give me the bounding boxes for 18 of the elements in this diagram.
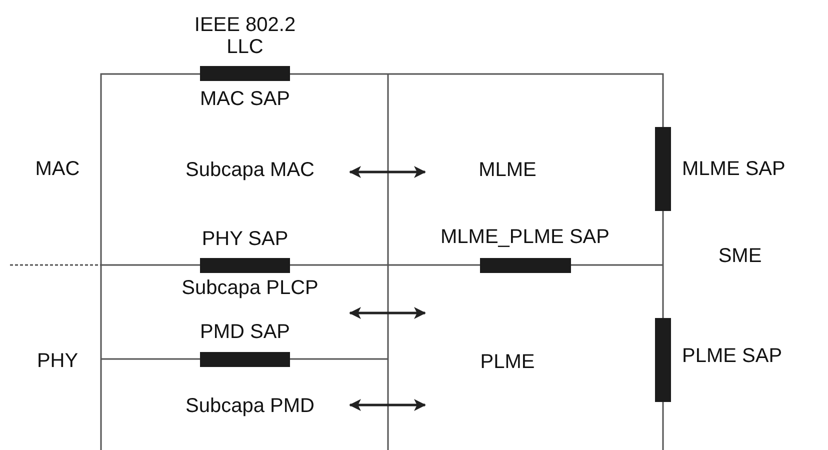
sublayer-label: PLME xyxy=(480,350,535,374)
layer-label: SME xyxy=(717,245,763,267)
double-arrow xyxy=(349,307,426,319)
double-arrow xyxy=(349,399,426,411)
sublayer-label: Subcapa MAC xyxy=(186,158,314,182)
layer-label: PHY xyxy=(36,350,80,372)
double-arrow xyxy=(349,166,426,178)
sap-label: PLME SAP xyxy=(682,345,784,367)
sublayer-label: MLME xyxy=(478,158,536,182)
layer-label: IEEE 802.2 LLC xyxy=(193,14,297,58)
sap-label: PMD SAP xyxy=(198,321,292,343)
sublayer-label: Subcapa PLCP xyxy=(182,276,318,300)
sap-label: MAC SAP xyxy=(198,88,292,110)
sap-label: PHY SAP xyxy=(200,228,290,250)
sublayer-label: Subcapa PMD xyxy=(186,394,314,418)
layer-label: MAC xyxy=(34,158,81,180)
sap-label: MLME_PLME SAP xyxy=(440,226,610,248)
sap-label: MLME SAP xyxy=(682,158,786,180)
